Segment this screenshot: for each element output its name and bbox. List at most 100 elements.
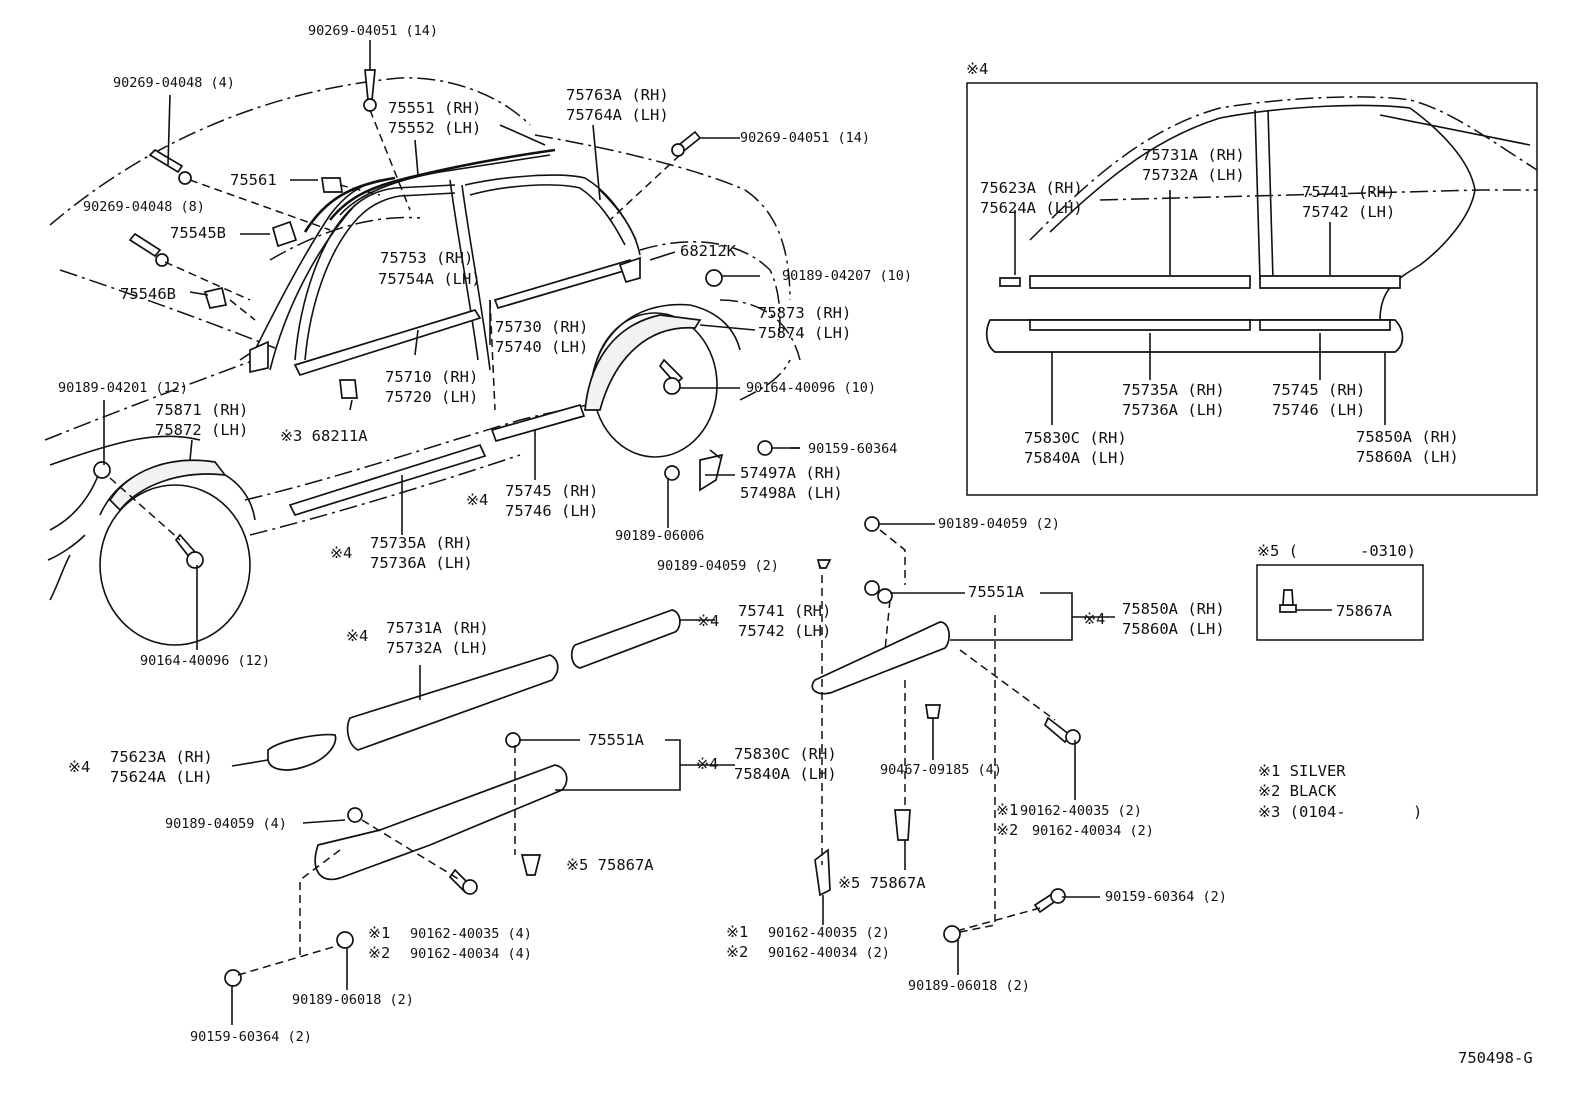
label-97: ): [1413, 803, 1422, 821]
label-92: -0310): [1360, 542, 1416, 560]
label-90: 75860A (LH): [1356, 448, 1459, 466]
label-64: ※1: [368, 924, 390, 942]
label-1: 90269-04048 (4): [113, 75, 235, 91]
label-25: ※3 68211A: [280, 427, 368, 445]
label-30: 75745 (RH): [505, 482, 598, 500]
label-4: 75763A (RH): [566, 86, 669, 104]
label-98: 750498-G: [1458, 1049, 1533, 1067]
label-33: ※4: [330, 544, 352, 562]
label-42: 90164-40096 (12): [140, 653, 270, 669]
label-0: 90269-04051 (14): [308, 23, 438, 39]
label-12: 75754A (LH): [378, 270, 481, 288]
label-51: 75624A (LH): [110, 768, 213, 786]
label-21: 75720 (LH): [385, 388, 478, 406]
label-39: ※4: [1083, 610, 1105, 628]
label-19: 90189-04201 (12): [58, 380, 188, 396]
label-49: ※4: [68, 758, 90, 776]
label-76: ※4: [966, 60, 988, 78]
label-60: 90162-40035 (2): [1020, 803, 1142, 819]
label-8: 90269-04048 (8): [83, 199, 205, 215]
label-20: 75710 (RH): [385, 368, 478, 386]
label-46: ※4: [346, 627, 368, 645]
label-81: 75741 (RH): [1302, 183, 1395, 201]
label-45: 75742 (LH): [738, 622, 831, 640]
leader-lines: [103, 40, 1115, 1025]
label-11: 75753 (RH): [380, 249, 473, 267]
label-2: 75551 (RH): [388, 99, 481, 117]
label-69: 90162-40035 (2): [768, 925, 890, 941]
label-50: 75623A (RH): [110, 748, 213, 766]
label-86: 75746 (LH): [1272, 401, 1365, 419]
label-88: 75840A (LH): [1024, 449, 1127, 467]
label-48: 75732A (LH): [386, 639, 489, 657]
label-17: 75730 (RH): [495, 318, 588, 336]
label-71: 90162-40034 (2): [768, 945, 890, 961]
label-89: 75850A (RH): [1356, 428, 1459, 446]
label-27: 57497A (RH): [740, 464, 843, 482]
label-10: 68212K: [680, 242, 737, 260]
label-94: ※1 SILVER: [1258, 762, 1346, 780]
label-23: 75871 (RH): [155, 401, 248, 419]
label-26: 90159-60364: [808, 441, 897, 457]
label-82: 75742 (LH): [1302, 203, 1395, 221]
label-32: 90189-06006: [615, 528, 704, 544]
label-59: ※1: [996, 801, 1018, 819]
label-3: 75552 (LH): [388, 119, 481, 137]
label-5: 75764A (LH): [566, 106, 669, 124]
label-29: ※4: [466, 491, 488, 509]
note-5-box: [1256, 564, 1424, 641]
fastener-icons: [93, 69, 800, 569]
label-67: 90162-40034 (4): [410, 946, 532, 962]
upper-moldings: [108, 148, 702, 517]
label-43: ※4: [697, 612, 719, 630]
label-40: 75850A (RH): [1122, 600, 1225, 618]
label-57: 90189-04059 (4): [165, 816, 287, 832]
label-41: 75860A (LH): [1122, 620, 1225, 638]
label-93: 75867A: [1336, 602, 1393, 620]
label-84: 75736A (LH): [1122, 401, 1225, 419]
label-83: 75735A (RH): [1122, 381, 1225, 399]
label-85: 75745 (RH): [1272, 381, 1365, 399]
label-62: 90162-40034 (2): [1032, 823, 1154, 839]
label-36: 90189-04059 (2): [938, 516, 1060, 532]
label-31: 75746 (LH): [505, 502, 598, 520]
inset-panel: [966, 82, 1538, 496]
label-61: ※2: [996, 821, 1018, 839]
label-73: 90189-06018 (2): [292, 992, 414, 1008]
label-65: 90162-40035 (4): [410, 926, 532, 942]
label-68: ※1: [726, 923, 748, 941]
label-14: 75546B: [120, 285, 176, 303]
label-70: ※2: [726, 943, 748, 961]
label-35: 75736A (LH): [370, 554, 473, 572]
label-9: 75545B: [170, 224, 226, 242]
label-6: 90269-04051 (14): [740, 130, 870, 146]
label-37: 90189-04059 (2): [657, 558, 779, 574]
label-47: 75731A (RH): [386, 619, 489, 637]
label-15: 75873 (RH): [758, 304, 851, 322]
label-63: ※5 75867A: [838, 874, 926, 892]
label-44: 75741 (RH): [738, 602, 831, 620]
label-24: 75872 (LH): [155, 421, 248, 439]
label-7: 75561: [230, 171, 277, 189]
label-96: ※3 (0104-: [1258, 803, 1346, 821]
label-13: 90189-04207 (10): [782, 268, 912, 284]
label-78: 75732A (LH): [1142, 166, 1245, 184]
label-87: 75830C (RH): [1024, 429, 1127, 447]
label-16: 75874 (LH): [758, 324, 851, 342]
label-18: 75740 (LH): [495, 338, 588, 356]
label-54: 75830C (RH): [734, 745, 837, 763]
label-56: 90467-09185 (4): [880, 762, 1002, 778]
label-75: 90159-60364 (2): [190, 1029, 312, 1045]
label-34: 75735A (RH): [370, 534, 473, 552]
label-72: 90159-60364 (2): [1105, 889, 1227, 905]
label-55: 75840A (LH): [734, 765, 837, 783]
lower-parts: [224, 516, 1081, 987]
label-28: 57498A (LH): [740, 484, 843, 502]
label-22: 90164-40096 (10): [746, 380, 876, 396]
label-80: 75624A (LH): [980, 199, 1083, 217]
label-74: 90189-06018 (2): [908, 978, 1030, 994]
label-38: 75551A: [968, 583, 1025, 601]
label-66: ※2: [368, 944, 390, 962]
label-91: ※5 (: [1257, 542, 1298, 560]
